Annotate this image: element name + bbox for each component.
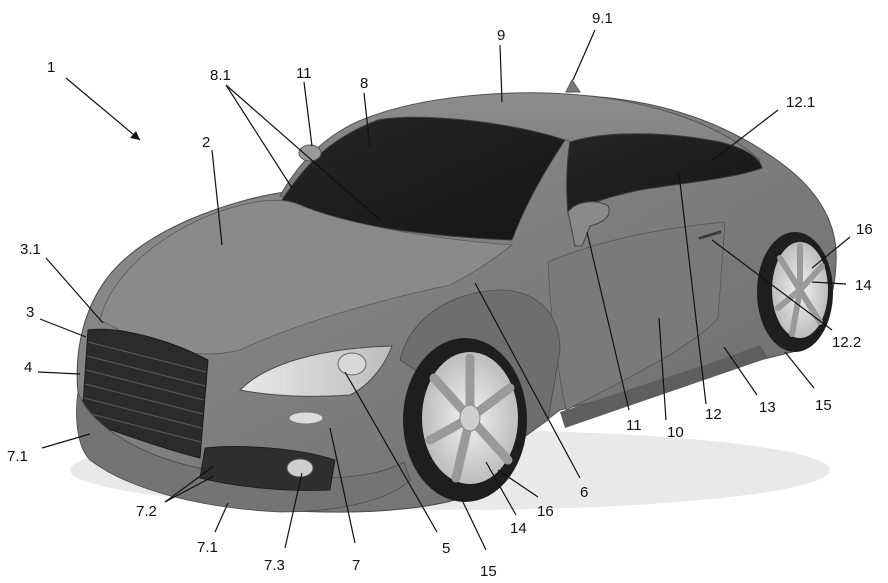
callout-14-a: 14: [510, 520, 527, 537]
grille-slats: [82, 341, 207, 443]
callout-12-2: 12.2: [832, 334, 861, 351]
callout-12-1: 12.1: [786, 94, 815, 111]
callout-3: 3: [26, 304, 34, 321]
callout-11-b: 11: [296, 65, 312, 82]
grille: [81, 328, 209, 459]
callout-7-1-a: 7.1: [7, 448, 28, 465]
callout-10: 10: [667, 424, 684, 441]
callout-12: 12: [705, 406, 722, 423]
callout-16-b: 16: [856, 221, 873, 238]
car: [70, 79, 837, 513]
callout-6: 6: [580, 484, 588, 501]
washer-nozzle: [298, 144, 322, 162]
callout-14-b: 14: [855, 277, 872, 294]
door-handle: [698, 230, 722, 240]
callout-labels: 1 2 3.1 3 4 7.1 7.2 7.1 7.3 7 5 15 14 16…: [7, 10, 873, 580]
callout-2: 2: [202, 134, 210, 151]
callout-16-a: 16: [537, 503, 554, 520]
side-mirror: [567, 201, 610, 247]
callout-7-1-b: 7.1: [197, 539, 218, 556]
front-wheel: [403, 338, 527, 502]
callout-4: 4: [24, 359, 32, 376]
callout-8-1: 8.1: [210, 67, 231, 84]
callout-15-a: 15: [480, 563, 497, 580]
air-intake: [199, 446, 336, 491]
callout-7-3: 7.3: [264, 557, 285, 574]
callout-15-b: 15: [815, 397, 832, 414]
callout-1: 1: [47, 59, 55, 76]
headlamp-lens: [337, 352, 367, 376]
callout-11-a: 11: [626, 417, 642, 434]
callout-9-1: 9.1: [592, 10, 613, 27]
fog-lamp: [286, 458, 314, 478]
callout-8: 8: [360, 75, 368, 92]
leader-lines: [37, 29, 851, 551]
callout-13: 13: [759, 399, 776, 416]
callout-7-2: 7.2: [136, 503, 157, 520]
callout-9: 9: [497, 27, 505, 44]
hood: [99, 199, 514, 355]
callout-3-1: 3.1: [20, 241, 41, 258]
roof-antenna: [565, 79, 581, 93]
callout-5: 5: [442, 540, 450, 557]
rear-wheel: [757, 232, 833, 352]
callout-7: 7: [352, 557, 360, 574]
side-indicator: [288, 411, 324, 425]
